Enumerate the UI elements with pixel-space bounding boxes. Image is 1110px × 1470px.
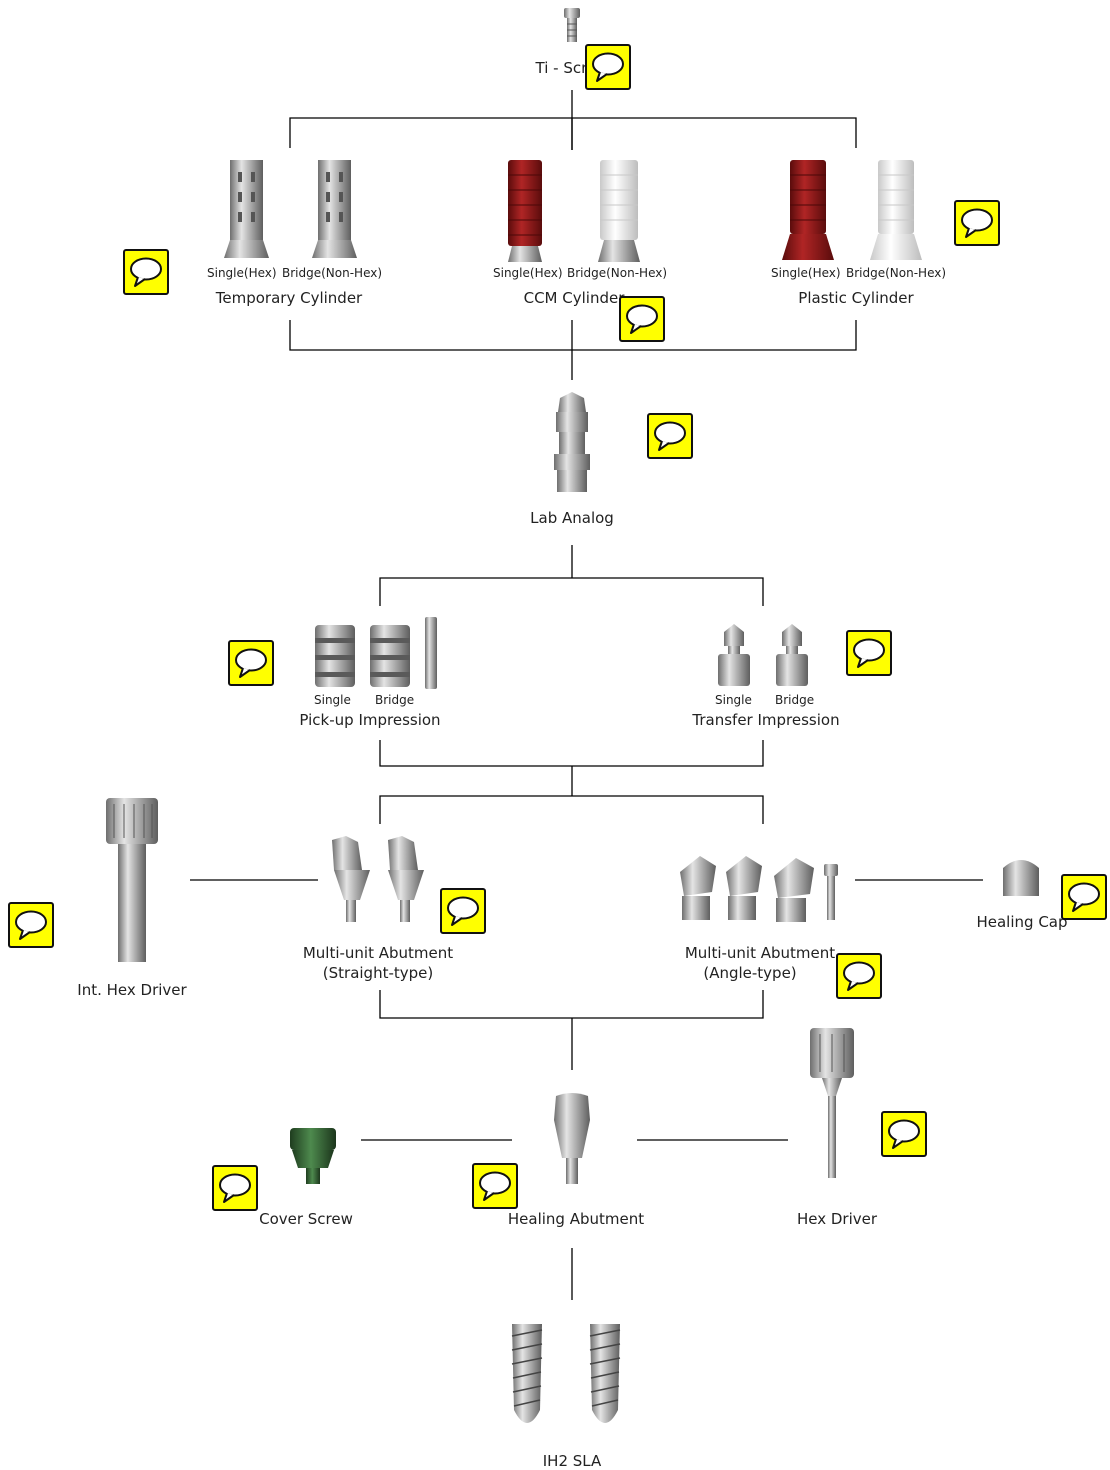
multi-unit-angle-3-image <box>774 858 814 922</box>
healing-abutment-image <box>554 1093 590 1184</box>
comment-bubble-icon <box>961 208 993 238</box>
comment-bubble-transfer-impression[interactable] <box>846 630 892 676</box>
multi-unit-angle-2-image <box>726 856 762 920</box>
label-transfer-bridge: Bridge <box>775 693 815 707</box>
label-lab-analog: Lab Analog <box>530 509 614 527</box>
healing-cap-image <box>1003 860 1039 896</box>
comment-bubble-lab-analog[interactable] <box>647 413 693 459</box>
comment-bubble-healing-abutment[interactable] <box>472 1163 518 1209</box>
ccm-cylinder-bridge-image <box>598 160 640 262</box>
pickup-impression-bridge-image <box>370 625 410 687</box>
ccm-cylinder-single-image <box>508 160 542 262</box>
label-pickup-bridge: Bridge <box>375 693 415 707</box>
int-hex-driver-image <box>106 798 158 962</box>
comment-bubble-icon <box>626 304 658 334</box>
label-int-hex-driver: Int. Hex Driver <box>77 981 187 999</box>
label-multi-unit-straight-line2: (Straight-type) <box>322 964 434 982</box>
comment-bubble-icon <box>853 638 885 668</box>
comment-bubble-cover-screw[interactable] <box>212 1165 258 1211</box>
pickup-impression-pin-image <box>425 617 437 689</box>
label-temporary-single-hex: Single(Hex) <box>207 266 277 280</box>
multi-unit-angle-1-image <box>680 856 716 920</box>
plastic-cylinder-single-image <box>782 160 834 260</box>
comment-bubble-multi-unit-straight[interactable] <box>440 888 486 934</box>
comment-bubble-int-hex-driver[interactable] <box>8 902 54 948</box>
multi-unit-straight-1-image <box>332 836 370 922</box>
comment-bubble-healing-cap[interactable] <box>1061 874 1107 920</box>
label-healing-abutment: Healing Abutment <box>507 1210 645 1228</box>
label-plastic-bridge-nonhex: Bridge(Non-Hex) <box>846 266 947 280</box>
label-hex-driver: Hex Driver <box>796 1210 878 1228</box>
comment-bubble-icon <box>447 896 479 926</box>
ti-screw-image <box>564 8 580 42</box>
comment-bubble-icon <box>654 421 686 451</box>
label-healing-cap: Healing Cap <box>976 913 1068 931</box>
comment-bubble-icon <box>235 648 267 678</box>
label-plastic-single-hex: Single(Hex) <box>771 266 841 280</box>
label-temporary-cylinder: Temporary Cylinder <box>215 289 363 307</box>
comment-bubble-icon <box>843 961 875 991</box>
comment-bubble-multi-unit-angle[interactable] <box>836 953 882 999</box>
transfer-impression-single-image <box>718 624 750 686</box>
lab-analog-image <box>554 392 590 492</box>
label-multi-unit-angle-line1: Multi-unit Abutment <box>684 944 836 962</box>
label-ccm-cylinder: CCM Cylinder <box>523 289 625 307</box>
comment-bubble-icon <box>479 1171 511 1201</box>
comment-bubble-ti-screw[interactable] <box>585 44 631 90</box>
comment-bubble-temporary-cylinder[interactable] <box>123 249 169 295</box>
comment-bubble-icon <box>219 1173 251 1203</box>
multi-unit-angle-screw-image <box>824 864 838 920</box>
plastic-cylinder-bridge-image <box>870 160 922 260</box>
cover-screw-image <box>290 1128 336 1184</box>
comment-bubble-hex-driver[interactable] <box>881 1111 927 1157</box>
comment-bubble-icon <box>15 910 47 940</box>
label-pickup-single: Single <box>314 693 351 707</box>
label-cover-screw: Cover Screw <box>259 1210 353 1228</box>
multi-unit-straight-2-image <box>388 836 424 922</box>
label-transfer-single: Single <box>715 693 752 707</box>
transfer-impression-bridge-image <box>776 624 808 686</box>
comment-bubble-icon <box>592 52 624 82</box>
label-multi-unit-angle-line2: (Angle-type) <box>703 964 797 982</box>
label-plastic-cylinder: Plastic Cylinder <box>798 289 914 307</box>
label-pickup-impression: Pick-up Impression <box>299 711 441 729</box>
label-ccm-single-hex: Single(Hex) <box>493 266 563 280</box>
label-multi-unit-straight-line1: Multi-unit Abutment <box>302 944 454 962</box>
comment-bubble-icon <box>130 257 162 287</box>
label-ccm-bridge-nonhex: Bridge(Non-Hex) <box>567 266 668 280</box>
hex-driver-image <box>810 1028 854 1178</box>
comment-bubble-icon <box>1068 882 1100 912</box>
temporary-cylinder-bridge-image <box>312 160 357 258</box>
ih2-sla-implant-2-image <box>589 1324 621 1423</box>
connector-lines <box>190 90 983 1300</box>
label-transfer-impression: Transfer Impression <box>692 711 840 729</box>
label-ih2-sla: IH2 SLA <box>542 1452 602 1470</box>
pickup-impression-single-image <box>315 625 355 687</box>
label-temporary-bridge-nonhex: Bridge(Non-Hex) <box>282 266 383 280</box>
comment-bubble-ccm-cylinder[interactable] <box>619 296 665 342</box>
temporary-cylinder-single-image <box>224 160 269 258</box>
comment-bubble-plastic-cylinder[interactable] <box>954 200 1000 246</box>
comment-bubble-pickup-impression[interactable] <box>228 640 274 686</box>
comment-bubble-icon <box>888 1119 920 1149</box>
ih2-sla-implant-1-image <box>511 1324 543 1423</box>
